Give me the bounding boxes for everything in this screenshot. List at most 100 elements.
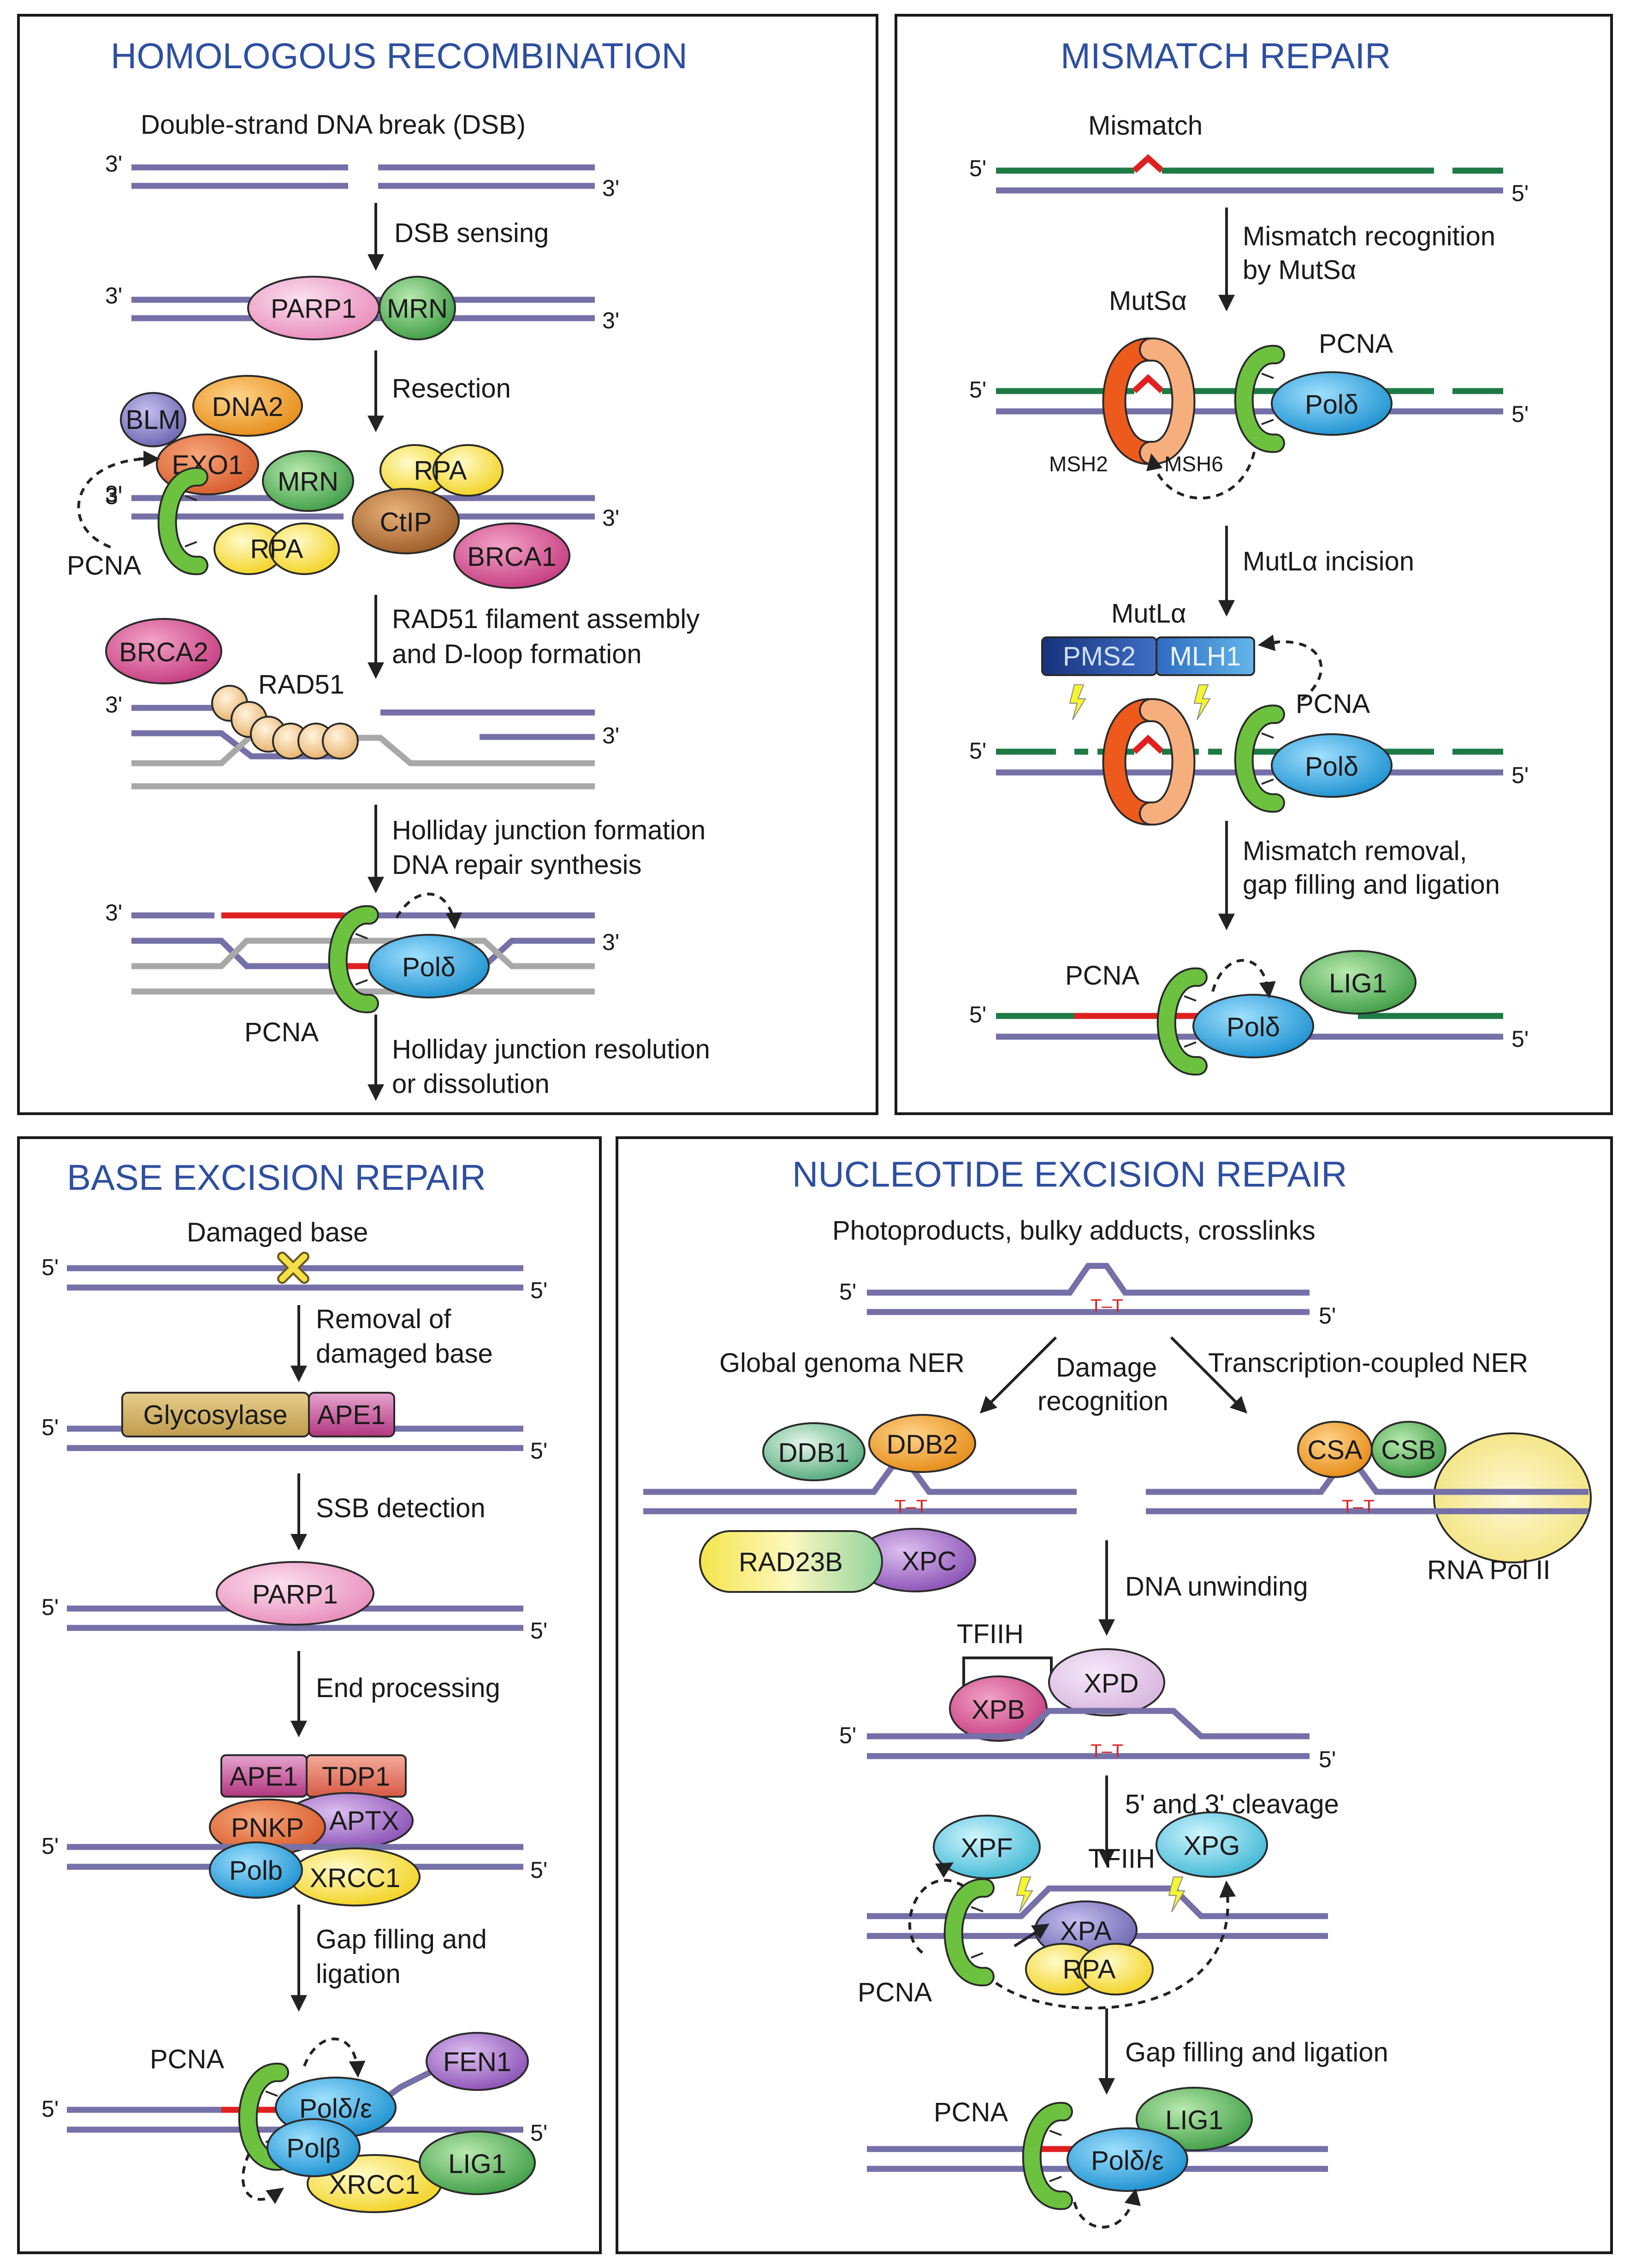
ddb2-protein xyxy=(868,1414,976,1473)
rad23b-protein xyxy=(699,1530,883,1593)
incision-bolt-icon xyxy=(1168,1876,1185,1912)
end-label: 3' xyxy=(602,308,619,333)
mmr-step-removal-1: Mismatch removal, xyxy=(1243,836,1467,866)
pcna-label: PCNA xyxy=(934,2097,1008,2127)
thymine-dimer-label: T–T xyxy=(895,1496,927,1517)
hr-holliday-dna: 3' 3' xyxy=(105,900,619,995)
end-label: 5' xyxy=(530,1277,547,1303)
ner-arrow xyxy=(1170,1336,1248,1414)
blm-label: BLM xyxy=(125,405,180,435)
csb-protein xyxy=(1371,1421,1446,1478)
mutsa-clamp xyxy=(1114,350,1184,453)
end-label: 3' xyxy=(105,692,122,718)
pcna-label: PCNA xyxy=(150,2044,224,2074)
rad23b-label: RAD23B xyxy=(739,1547,843,1577)
mlh1-label: MLH1 xyxy=(1170,641,1241,671)
hr-step-sensing: DSB sensing xyxy=(394,218,549,248)
end-label: 5' xyxy=(41,2096,59,2122)
end-label: 3' xyxy=(602,723,619,748)
hr-step-resolution-2: or dissolution xyxy=(392,1069,550,1099)
lig1-label: LIG1 xyxy=(448,2149,506,2179)
thymine-dimer-label: T–T xyxy=(1342,1496,1375,1517)
end-label: 3' xyxy=(602,929,619,955)
lig1-label: LIG1 xyxy=(1329,968,1387,998)
rpa-label: RPA xyxy=(414,456,467,486)
ner-arrow-head xyxy=(1014,1924,1050,1947)
brca2-label: BRCA2 xyxy=(119,637,208,667)
mrn-protein xyxy=(379,276,456,340)
dna2-protein xyxy=(192,375,303,437)
ner-step-unwinding: DNA unwinding xyxy=(1125,1572,1308,1602)
ape1-label: APE1 xyxy=(317,1400,385,1430)
damaged-base-label: Damaged base xyxy=(187,1217,368,1247)
brca1-protein xyxy=(453,522,570,589)
xpf-protein xyxy=(933,1815,1041,1879)
parp1-protein xyxy=(216,1561,374,1626)
xpb-protein xyxy=(949,1675,1048,1742)
damage-label-1: Damage xyxy=(1056,1353,1157,1383)
xpd-label: XPD xyxy=(1084,1668,1138,1698)
end-label: 3' xyxy=(105,481,122,507)
pcna-label: PCNA xyxy=(858,1977,932,2007)
xrcc1-label: XRCC1 xyxy=(310,1863,401,1893)
ber-step-gap-1: Gap filling and xyxy=(316,1924,487,1954)
end-label: 5' xyxy=(530,1618,547,1644)
pold-label: Polδ xyxy=(1305,390,1358,420)
pcna-label: PCNA xyxy=(1065,961,1139,991)
global-ner-label: Global genoma NER xyxy=(719,1348,965,1378)
end-label: 3' xyxy=(105,900,122,926)
glycosylase-label: Glycosylase xyxy=(143,1400,288,1430)
xpg-protein xyxy=(1156,1811,1268,1878)
polbeta-polymerase xyxy=(267,2118,361,2177)
pcna-clamp xyxy=(1244,714,1275,803)
end-label: 5' xyxy=(530,2120,547,2146)
mmr-step-removal-2: gap filling and ligation xyxy=(1243,870,1500,900)
blm-protein xyxy=(120,392,186,447)
damage-label-2: recognition xyxy=(1037,1386,1168,1416)
brca1-label: BRCA1 xyxy=(467,542,556,572)
mutla-label: MutLα xyxy=(1111,599,1186,629)
end-label: 3' xyxy=(105,151,122,177)
hr-step-resolution-1: Holliday junction resolution xyxy=(392,1034,710,1064)
lig1-label: LIG1 xyxy=(1165,2105,1223,2135)
xpf-label: XPF xyxy=(961,1833,1013,1863)
pold-label: Polδ xyxy=(1305,752,1358,782)
xpg-label: XPG xyxy=(1184,1831,1240,1861)
pcna-clamp xyxy=(1244,355,1275,443)
tc-ner-label: Transcription-coupled NER xyxy=(1208,1348,1528,1378)
polb-polymerase xyxy=(209,1841,303,1899)
mmr-mismatch-dna: 5' 5' xyxy=(969,154,1529,206)
pcna-label: PCNA xyxy=(1296,689,1370,719)
pold-polymerase xyxy=(1271,371,1393,436)
pold-polymerase xyxy=(1192,994,1314,1058)
tfiih-label: TFIIH xyxy=(957,1619,1024,1649)
mmr-step-recognition-1: Mismatch recognition xyxy=(1243,221,1495,251)
rna-pol-ii-label: RNA Pol II xyxy=(1427,1555,1551,1585)
ddb1-label: DDB1 xyxy=(778,1438,850,1468)
ape1-label: APE1 xyxy=(230,1762,298,1792)
pcna-label: PCNA xyxy=(244,1017,319,1047)
xpd-protein xyxy=(1048,1648,1165,1716)
polb-label: Polb xyxy=(229,1856,283,1886)
mutsa-clamp xyxy=(1114,710,1184,813)
end-label: 5' xyxy=(1319,1303,1336,1329)
pcna-label: PCNA xyxy=(67,551,141,581)
rad51-monomer xyxy=(322,723,359,760)
damaged-base-icon xyxy=(277,1252,309,1284)
ner-title: NUCLEOTIDE EXCISION REPAIR xyxy=(792,1154,1347,1194)
ddb1-protein xyxy=(762,1422,865,1481)
end-label: 3' xyxy=(105,483,122,509)
mutsa-label: MutSα xyxy=(1109,286,1187,316)
ape1-enzyme xyxy=(308,1392,395,1437)
fen1-protein xyxy=(426,2032,529,2091)
mrn-protein xyxy=(262,450,354,512)
mmr-dashed-arrow xyxy=(1211,959,1269,992)
end-label: 5' xyxy=(1511,180,1529,206)
ber-arrow-head xyxy=(266,2187,284,2204)
hr-panel: HOMOLOGOUS RECOMBINATION Double-strand D… xyxy=(67,36,710,1101)
rpa-label: RPA xyxy=(1063,1954,1116,1984)
xpa-label: XPA xyxy=(1060,1916,1112,1946)
end-label: 5' xyxy=(969,738,986,764)
lig1-protein xyxy=(1299,950,1417,1015)
